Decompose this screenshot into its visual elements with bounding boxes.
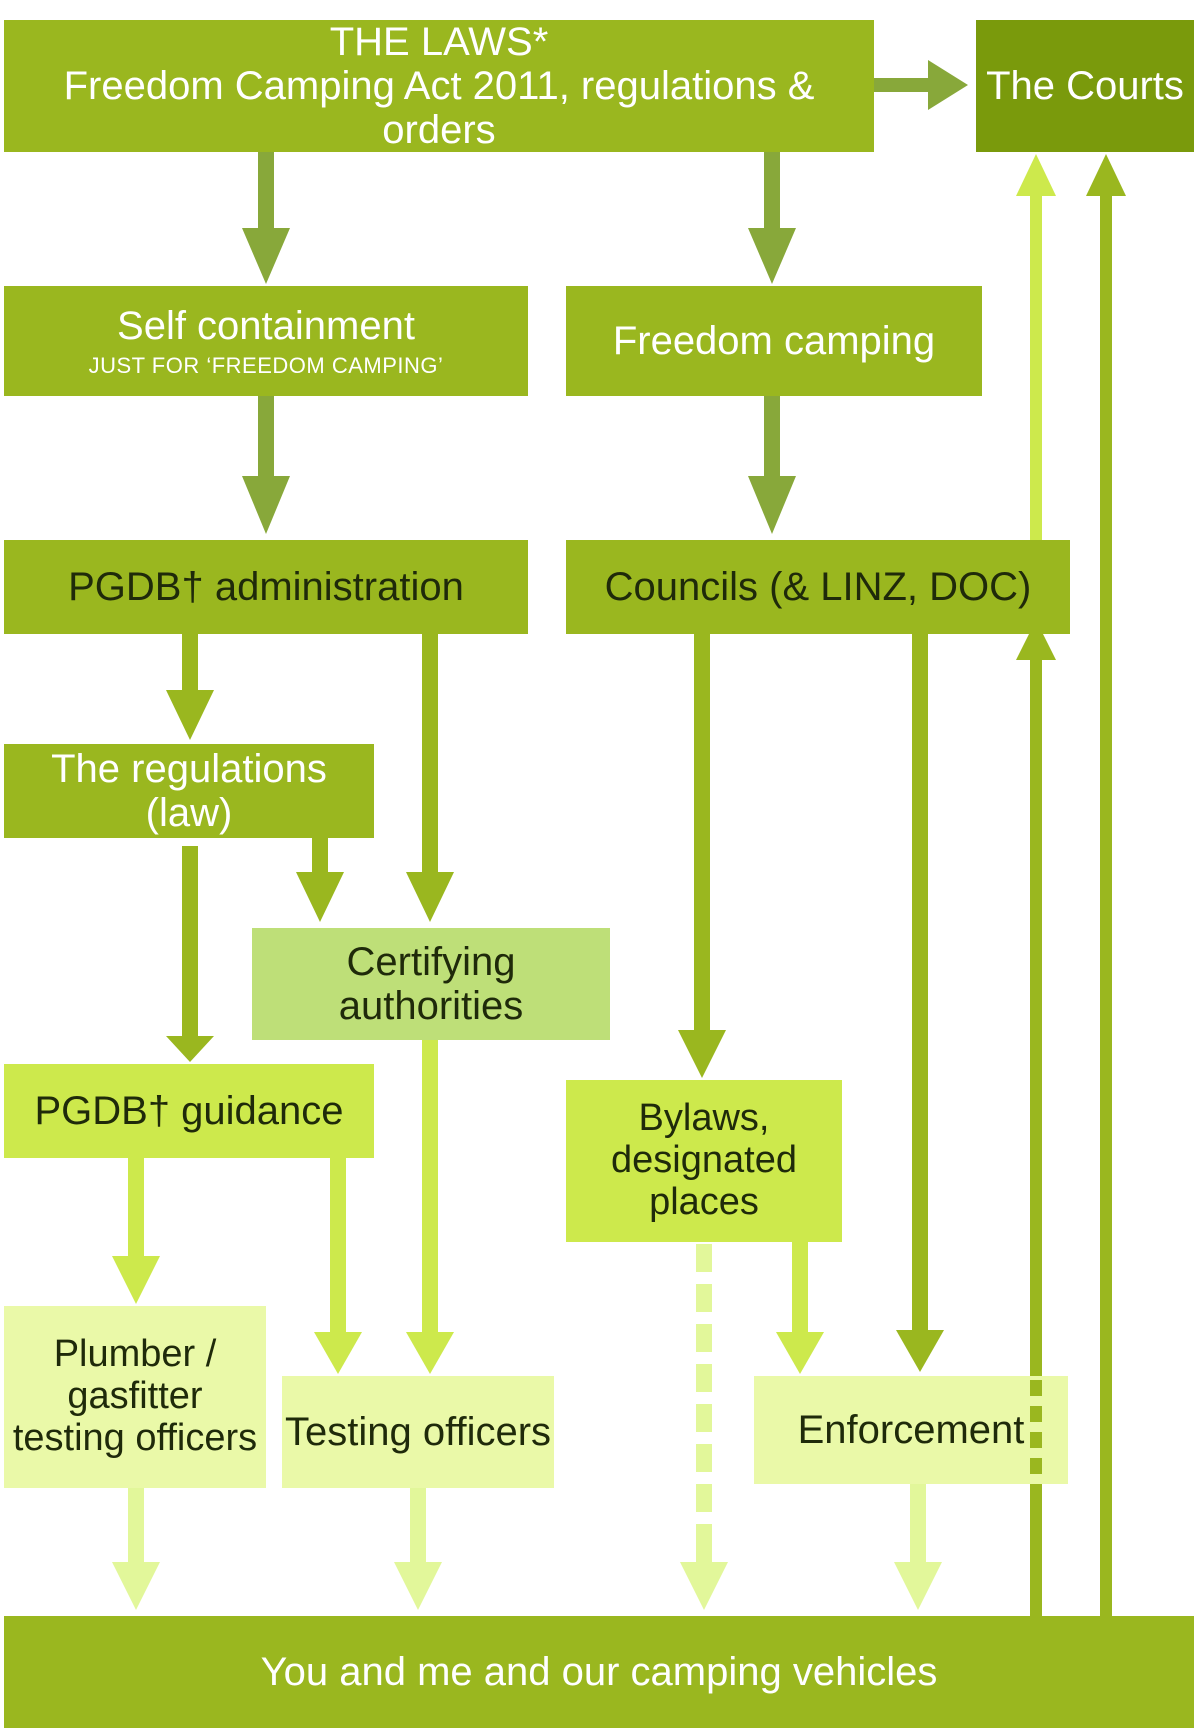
arrow-enforcement-to-public bbox=[894, 1484, 942, 1610]
bylaws-line1: Bylaws, bbox=[638, 1097, 770, 1140]
self-containment-box: Self containment JUST FOR ‘FREEDOM CAMPI… bbox=[4, 286, 528, 396]
freedom-camping-label: Freedom camping bbox=[612, 319, 936, 363]
bylaws-box: Bylaws, designated places bbox=[566, 1080, 842, 1242]
laws-subtitle: Freedom Camping Act 2011, regulations & … bbox=[63, 64, 815, 152]
arrow-freedom-camping-to-councils bbox=[748, 394, 796, 534]
public-box: You and me and our camping vehicles bbox=[4, 1616, 1194, 1728]
regulations-box: The regulations (law) bbox=[4, 744, 374, 838]
plumber-line1: Plumber / bbox=[53, 1333, 217, 1376]
public-label: You and me and our camping vehicles bbox=[260, 1650, 938, 1694]
arrow-bylaws-to-public-dashed bbox=[680, 1244, 728, 1610]
arrow-testing-to-public bbox=[394, 1488, 442, 1610]
pgdb-admin-label: PGDB† administration bbox=[68, 565, 464, 609]
arrow-guidance-to-plumber bbox=[112, 1158, 160, 1304]
arrow-self-containment-to-pgdb-admin bbox=[242, 394, 290, 534]
testing-box: Testing officers bbox=[282, 1376, 554, 1488]
laws-box: THE LAWS* Freedom Camping Act 2011, regu… bbox=[4, 20, 874, 152]
courts-box: The Courts bbox=[976, 20, 1194, 152]
courts-label: The Courts bbox=[986, 64, 1184, 108]
arrow-bylaws-to-enforcement bbox=[776, 1242, 824, 1374]
councils-label: Councils (& LINZ, DOC) bbox=[604, 565, 1032, 609]
arrow-councils-to-bylaws bbox=[678, 632, 726, 1078]
plumber-box: Plumber / gasfitter testing officers bbox=[4, 1306, 266, 1488]
pgdb-guidance-box: PGDB† guidance bbox=[4, 1064, 374, 1158]
regulations-label: The regulations (law) bbox=[51, 747, 327, 835]
enforcement-box: Enforcement bbox=[754, 1376, 1068, 1484]
certifying-label: Certifying authorities bbox=[338, 940, 524, 1028]
arrow-pgdb-admin-to-certifying bbox=[406, 632, 454, 922]
laws-title: THE LAWS* bbox=[329, 20, 549, 64]
self-containment-label: Self containment bbox=[117, 303, 415, 348]
plumber-line2: gasfitter bbox=[67, 1375, 203, 1418]
arrow-plumber-to-public bbox=[112, 1488, 160, 1610]
arrow-councils-to-enforcement bbox=[896, 632, 944, 1372]
arrow-public-to-courts bbox=[1086, 154, 1126, 1616]
arrow-pgdb-admin-to-regulations bbox=[166, 632, 214, 740]
testing-label: Testing officers bbox=[284, 1410, 552, 1454]
arrow-laws-to-courts bbox=[872, 60, 968, 110]
bylaws-line2: designated bbox=[611, 1139, 797, 1182]
pgdb-admin-box: PGDB† administration bbox=[4, 540, 528, 634]
certifying-box: Certifying authorities bbox=[252, 928, 610, 1040]
councils-box: Councils (& LINZ, DOC) bbox=[566, 540, 1070, 634]
freedom-camping-box: Freedom camping bbox=[566, 286, 982, 396]
enforcement-label: Enforcement bbox=[797, 1408, 1025, 1452]
pgdb-guidance-label: PGDB† guidance bbox=[34, 1089, 344, 1133]
arrow-laws-to-self-containment bbox=[242, 152, 290, 284]
arrow-regulations-to-certifying bbox=[296, 838, 344, 922]
arrow-guidance-to-testing bbox=[314, 1158, 362, 1374]
arrow-certifying-to-testing bbox=[406, 1040, 454, 1374]
self-containment-sub: JUST FOR ‘FREEDOM CAMPING’ bbox=[88, 352, 444, 378]
arrow-regulations-to-guidance bbox=[166, 846, 214, 1062]
enforcement-dashed-link bbox=[1030, 1380, 1042, 1474]
arrow-councils-to-courts bbox=[1016, 154, 1056, 540]
plumber-line3: testing officers bbox=[12, 1416, 258, 1459]
bylaws-line3: places bbox=[649, 1180, 759, 1223]
arrow-laws-to-freedom-camping bbox=[748, 152, 796, 284]
